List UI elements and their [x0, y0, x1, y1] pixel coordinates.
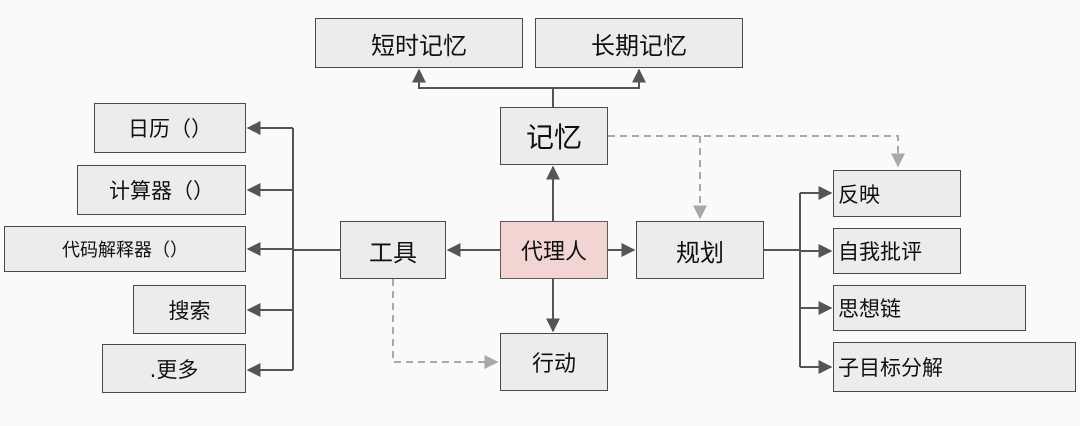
- more-tools-node: .更多: [102, 344, 246, 393]
- subgoal-decomposition-node: 子目标分解: [833, 342, 1076, 392]
- dashed-connectors: [392, 135, 905, 369]
- self-critique-node: 自我批评: [833, 228, 961, 274]
- memory-node: 记忆: [500, 107, 608, 165]
- search-tool-node: 搜索: [133, 285, 246, 334]
- code-interpreter-tool-node: 代码解释器（）: [4, 226, 246, 272]
- long-term-memory-node: 长期记忆: [535, 18, 743, 68]
- memory-branch-connector: [412, 68, 646, 107]
- agent-node: 代理人: [500, 221, 608, 279]
- planning-bus-connector: [764, 186, 833, 374]
- planning-node: 规划: [636, 221, 764, 279]
- short-term-memory-node: 短时记忆: [315, 18, 523, 68]
- agent-connectors: [446, 165, 636, 333]
- reflection-node: 反映: [833, 170, 961, 217]
- calendar-tool-node: 日历（）: [94, 103, 246, 153]
- chain-of-thought-node: 思想链: [833, 285, 1026, 331]
- action-node: 行动: [500, 333, 608, 391]
- tools-bus-connector: [246, 121, 340, 377]
- tools-node: 工具: [340, 221, 446, 279]
- calculator-tool-node: 计算器（）: [77, 165, 246, 215]
